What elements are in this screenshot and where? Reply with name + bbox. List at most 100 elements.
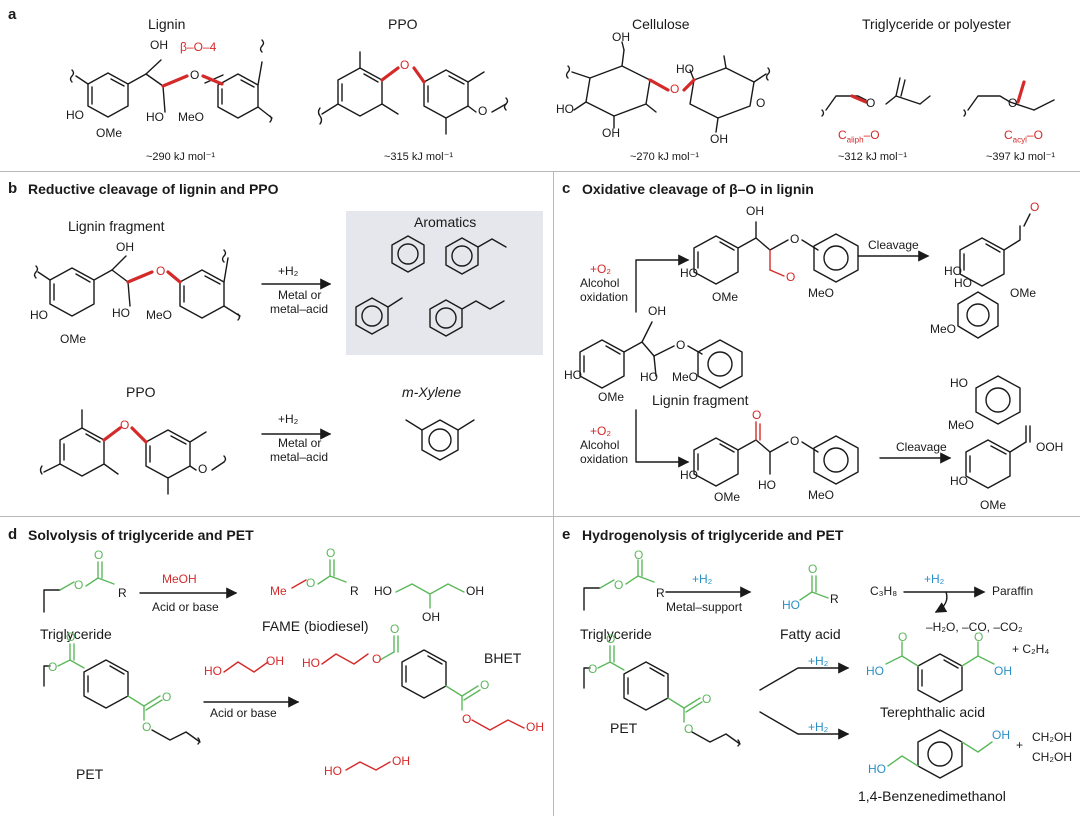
ester-o-1: O (866, 96, 876, 110)
c-cleavage-2: Cleavage (896, 440, 947, 454)
b-lignin-ome: OMe (60, 332, 87, 346)
panel-a-label: a (8, 6, 17, 23)
atom-o-cellulose: O (670, 82, 680, 96)
cellulose-o-ring: O (756, 96, 766, 110)
acid-product-c (965, 375, 1031, 489)
pet-structure-d (43, 643, 201, 745)
e-pet-o: O (588, 662, 598, 676)
c-start-o: O (676, 338, 686, 352)
d-eg-ho: HO (204, 664, 222, 678)
e-c3h8: C₃H₈ (870, 584, 898, 598)
c-int1-meo: MeO (808, 286, 835, 300)
e-tpa-o-1: O (898, 630, 908, 644)
e-byproducts: –H₂O, –CO, –CO₂ (926, 620, 1023, 634)
atom-ho: HO (66, 108, 84, 122)
e-reagent-1: +H₂ (692, 572, 713, 586)
lignin-structure-b (33, 249, 241, 321)
ppo-structure-b (39, 409, 227, 495)
arrow-e-byproduct (934, 591, 948, 613)
cacyl-o-label: Cacyl–O (1004, 128, 1043, 145)
caliph-o-label: Caliph–O (838, 128, 880, 145)
energy-caliph: ~312 kJ mol⁻¹ (838, 151, 908, 163)
panel-b-title: Reductive cleavage of lignin and PPO (28, 181, 279, 197)
cellulose-ho-1: HO (556, 102, 574, 116)
d-bhet-o-4: O (462, 712, 472, 726)
b-lignin-meo: MeO (146, 308, 173, 322)
ethylene-glycol-d1 (223, 661, 269, 673)
fame-structure-d (291, 559, 347, 589)
d-bhet-o-2: O (390, 622, 400, 636)
b-reagent-2: +H₂ (278, 412, 299, 426)
c-int2-o: O (752, 408, 762, 422)
d-bhet-o: O (372, 652, 382, 666)
divider-b-c (553, 172, 554, 516)
b-cond-2a: Metal or (278, 436, 322, 450)
d-pet-o-2: O (66, 630, 76, 644)
e-tpa-ho: HO (866, 664, 884, 678)
arrow-e2 (759, 662, 850, 691)
e-plus: + (1016, 738, 1024, 752)
c-cleavage-1: Cleavage (868, 238, 919, 252)
e-ch2oh-2: CH₂OH (1032, 750, 1072, 764)
d-trig-o-2: O (94, 548, 104, 562)
m-xylene-label: m-Xylene (402, 384, 462, 400)
aromatics-box (346, 211, 543, 355)
e-tpa-oh: OH (994, 664, 1012, 678)
c-prod3-meo: MeO (948, 418, 975, 432)
ppo-title-a: PPO (388, 16, 418, 32)
cellulose-oh-1: OH (612, 30, 630, 44)
terephthalic-acid-label: Terephthalic acid (880, 704, 986, 720)
e-plus-c2h4: + C₂H₄ (1012, 642, 1050, 656)
c-prod2-ho: HO (954, 276, 972, 290)
energy-cellulose: ~270 kJ mol⁻¹ (630, 151, 700, 163)
d-bhet-oh: OH (526, 720, 544, 734)
panel-d-label: d (8, 526, 18, 543)
d-eg-oh: OH (266, 654, 284, 668)
atom-ome: OMe (96, 126, 123, 140)
d-fame-r: R (350, 584, 359, 598)
aromatics-label: Aromatics (414, 214, 477, 230)
lignin-structure-c (579, 321, 743, 389)
c-reagent-1: +O₂ (590, 262, 611, 276)
c-start-ho: HO (564, 368, 582, 382)
c-start-meo: MeO (672, 370, 699, 384)
c-int2-ho: HO (680, 468, 698, 482)
m-xylene-structure (405, 419, 475, 461)
e-fa-ho: HO (782, 598, 800, 612)
d-glycerol-oh-2: OH (422, 610, 440, 624)
arrow-c-up (635, 254, 690, 313)
e-pet-o-4: O (684, 722, 694, 736)
d-fame-o-2: O (326, 546, 336, 560)
e-reagent-2: +H₂ (924, 572, 945, 586)
vanillin-product-c (957, 213, 1031, 339)
b-cond-2b: metal–acid (270, 450, 329, 464)
beta-o4-label: β–O–4 (180, 40, 217, 54)
ester-o-2: O (1008, 96, 1018, 110)
d-bhet-ho: HO (302, 656, 320, 670)
d-cond-1: Acid or base (152, 600, 219, 614)
energy-ppo: ~315 kJ mol⁻¹ (384, 151, 454, 163)
divider-d-e (553, 517, 554, 816)
e-reagent-3: +H₂ (808, 654, 829, 668)
b-lignin-ho: HO (30, 308, 48, 322)
e-trig-o: O (614, 578, 624, 592)
c-prod4-ome: OMe (980, 498, 1007, 512)
pet-label-d: PET (76, 766, 104, 782)
panel-b-label: b (8, 180, 18, 197)
e-bdm-ho: HO (868, 762, 886, 776)
fatty-acid-structure-e (799, 575, 829, 601)
arrow-e3 (759, 711, 850, 740)
d-bhet-o-3: O (480, 678, 490, 692)
ethylene-glycol-d2 (345, 761, 391, 771)
c-cond-1b: oxidation (580, 290, 629, 304)
c-prod3-ho: HO (950, 376, 968, 390)
e-paraffin: Paraffin (992, 584, 1034, 598)
d-glycerol-oh: OH (466, 584, 484, 598)
c-prod1-o: O (1030, 200, 1040, 214)
fatty-acid-label: Fatty acid (780, 626, 841, 642)
c-prod2-meo: MeO (930, 322, 957, 336)
cellulose-ho-2: HO (676, 62, 694, 76)
b-ppo-o-2: O (198, 462, 208, 476)
c-int1-aldehyde-o: O (786, 270, 796, 284)
d-pet-o-3: O (162, 690, 172, 704)
